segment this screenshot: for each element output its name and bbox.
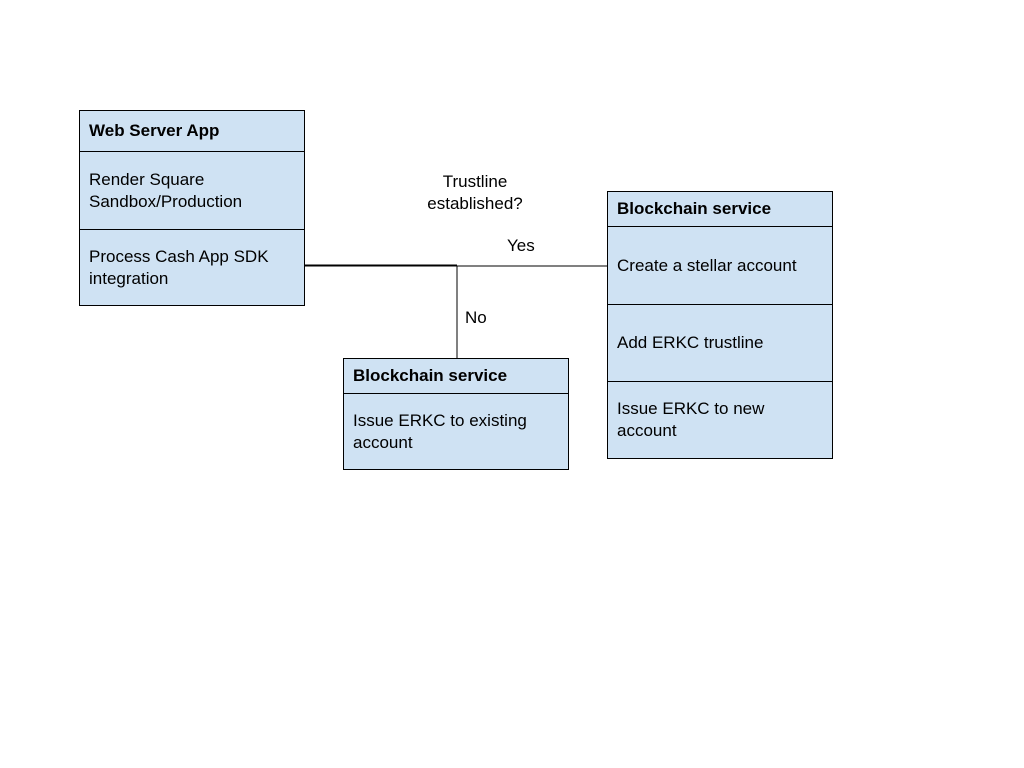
blockchain-yes-item-issue-text: Issue ERKC to new account (617, 399, 765, 440)
blockchain-no-title-text: Blockchain service (353, 366, 508, 385)
decision-yes-label: Yes (507, 236, 535, 255)
blockchain-yes-item-create-text: Create a stellar account (617, 255, 797, 275)
blockchain-yes-item-trustline: Add ERKC trustline (608, 304, 832, 381)
blockchain-yes-item-trustline-text: Add ERKC trustline (617, 333, 764, 352)
web-server-item-render-text: Render Square Sandbox/Production (89, 169, 243, 211)
blockchain-service-yes-box: Blockchain service Create a stellar acco… (607, 191, 833, 459)
decision-no-label: No (465, 308, 487, 327)
blockchain-no-item-issue-text: Issue ERKC to existing account (353, 410, 527, 452)
blockchain-yes-title-text: Blockchain service (617, 199, 772, 218)
blockchain-yes-title: Blockchain service (608, 192, 832, 226)
web-server-item-process-text: Process Cash App SDK integration (89, 246, 269, 288)
blockchain-yes-item-create: Create a stellar account (608, 226, 832, 304)
blockchain-no-item-issue: Issue ERKC to existing account (344, 393, 568, 469)
blockchain-service-no-box: Blockchain service Issue ERKC to existin… (343, 358, 569, 470)
web-server-item-render: Render Square Sandbox/Production (80, 151, 304, 229)
web-server-app-title-text: Web Server App (89, 121, 220, 140)
web-server-item-process: Process Cash App SDK integration (80, 229, 304, 305)
web-server-app-box: Web Server App Render Square Sandbox/Pro… (79, 110, 305, 306)
blockchain-yes-item-issue: Issue ERKC to new account (608, 381, 832, 458)
decision-question: Trustline established? (427, 172, 523, 213)
blockchain-no-title: Blockchain service (344, 359, 568, 393)
web-server-app-title: Web Server App (80, 111, 304, 151)
